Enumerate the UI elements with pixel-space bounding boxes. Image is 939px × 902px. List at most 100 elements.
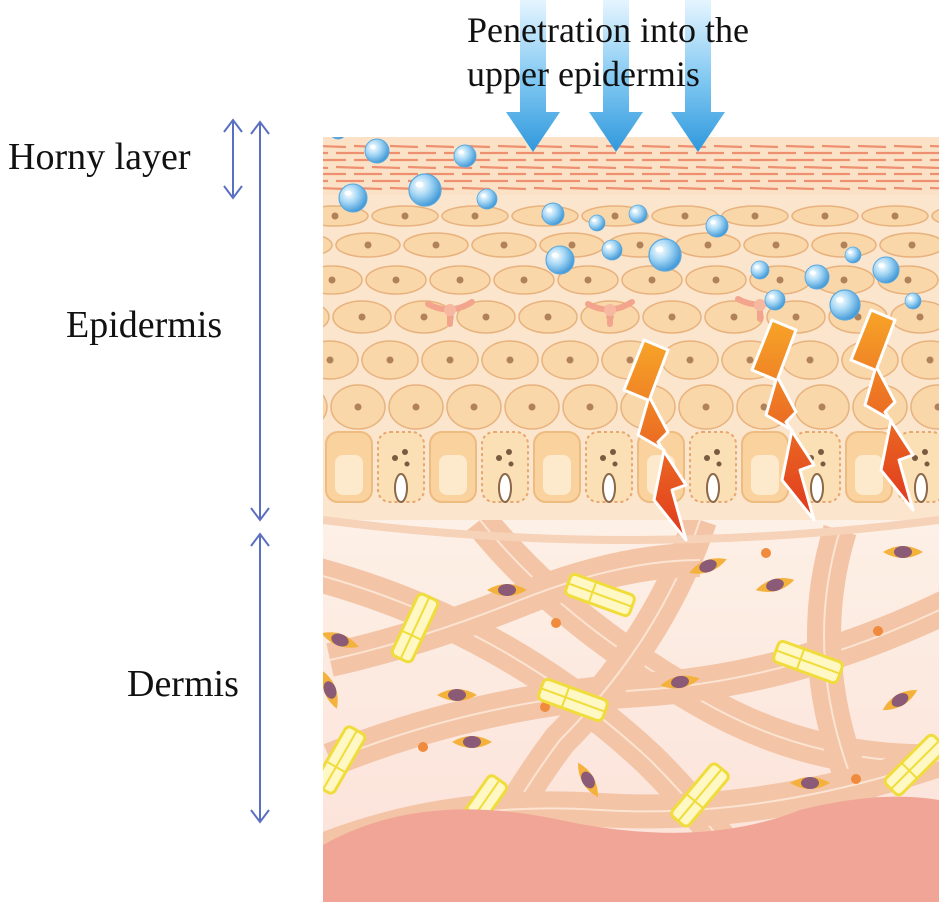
horny-stripe (570, 188, 598, 189)
dendritic-cell-body (604, 304, 616, 316)
horny-stripe (750, 188, 778, 189)
water-droplet-icon (406, 106, 436, 136)
horny-stripe (858, 146, 886, 147)
cell-nucleus (329, 277, 336, 284)
cell-nucleus (793, 314, 800, 321)
cell-nucleus (457, 277, 464, 284)
melanin-granule (717, 462, 722, 467)
cell-nucleus (892, 213, 899, 220)
dermis-bracket (251, 534, 269, 822)
cell-nucleus (682, 213, 689, 220)
water-droplet-icon (905, 293, 921, 309)
cell-nucleus (612, 213, 619, 220)
cell-nucleus (927, 357, 934, 364)
water-droplet-icon (830, 290, 860, 320)
horny-stripe (678, 188, 706, 189)
horny-stripe (570, 146, 598, 147)
dermal-dot (551, 618, 561, 628)
horny-stripe (822, 146, 850, 147)
horny-stripe (606, 146, 634, 147)
horny-stripe (336, 167, 364, 168)
melanin-granule (922, 449, 928, 455)
cell-nucleus (393, 277, 400, 284)
horny-stripe (930, 188, 939, 189)
water-droplet-icon (805, 265, 829, 289)
water-droplet-icon (765, 290, 785, 310)
dermal-dot (851, 774, 861, 784)
cell-nucleus (587, 404, 594, 411)
melanin-granule (496, 455, 502, 461)
cell-nucleus (421, 314, 428, 321)
horny-stripe (912, 167, 939, 168)
horny-stripe (300, 167, 328, 168)
melanin-granule (392, 455, 398, 461)
cell-nucleus (567, 357, 574, 364)
horny-stripe (642, 188, 670, 189)
skin-block (268, 106, 939, 902)
melanin-granule (821, 462, 826, 467)
horny-stripe (498, 188, 526, 189)
dermis-label: Dermis (127, 665, 239, 703)
horny-stripe (390, 146, 418, 147)
epidermis-label: Epidermis (66, 306, 222, 344)
horny-stripe (696, 167, 724, 168)
horny-stripe (768, 167, 796, 168)
cell-nucleus (472, 213, 479, 220)
melanin-granule (818, 449, 824, 455)
melanin-granule (613, 462, 618, 467)
melanin-granule (714, 449, 720, 455)
water-droplet-icon (339, 184, 367, 212)
melanocyte-nucleus (395, 474, 407, 502)
penetration-caption: Penetration into the upper epidermis (467, 8, 797, 96)
basal-cell-core (335, 455, 363, 495)
water-droplet-icon (873, 257, 899, 283)
basal-cell-core (439, 455, 467, 495)
cell-nucleus (627, 357, 634, 364)
melanin-granule (506, 449, 512, 455)
cell-nucleus (637, 242, 644, 249)
horny-stripe (786, 146, 814, 147)
horny-stripe (534, 188, 562, 189)
water-droplet-icon (546, 246, 574, 274)
water-droplet-icon (589, 215, 605, 231)
cell-nucleus (365, 242, 372, 249)
cell-nucleus (752, 213, 759, 220)
horny-stripe (498, 146, 526, 147)
horny-stripe (822, 188, 850, 189)
melanocyte-nucleus (707, 474, 719, 502)
basal-cell-core (855, 455, 883, 495)
horny-layer-bracket (224, 120, 242, 198)
melanocyte-nucleus (811, 474, 823, 502)
water-droplet-icon (542, 203, 564, 225)
cell-nucleus (501, 242, 508, 249)
melanin-granule (402, 449, 408, 455)
melanin-granule (610, 449, 616, 455)
horny-stripe (660, 167, 688, 168)
cell-nucleus (507, 357, 514, 364)
horny-stripe (624, 167, 652, 168)
cell-nucleus (297, 242, 304, 249)
water-droplet-icon (845, 247, 861, 263)
melanin-granule (405, 462, 410, 467)
horny-stripe (894, 146, 922, 147)
cell-nucleus (807, 357, 814, 364)
horny-layer-label: Horny layer (8, 138, 191, 176)
cell-nucleus (521, 277, 528, 284)
horny-stripe (588, 167, 616, 168)
water-droplet-icon (751, 261, 769, 279)
horny-stripe (444, 167, 472, 168)
cell-nucleus (909, 242, 916, 249)
epidermal-cell (268, 233, 332, 257)
horny-stripe (408, 167, 436, 168)
water-droplet-icon (649, 239, 681, 271)
horny-stripe (894, 188, 922, 189)
epidermal-cell (273, 385, 327, 429)
cell-nucleus (387, 357, 394, 364)
melanocyte-nucleus (603, 474, 615, 502)
horny-stripe (606, 188, 634, 189)
water-droplet-icon (629, 205, 647, 223)
horny-stripe (714, 146, 742, 147)
cell-nucleus (447, 357, 454, 364)
horny-stripe (840, 167, 868, 168)
cell-nucleus (649, 277, 656, 284)
